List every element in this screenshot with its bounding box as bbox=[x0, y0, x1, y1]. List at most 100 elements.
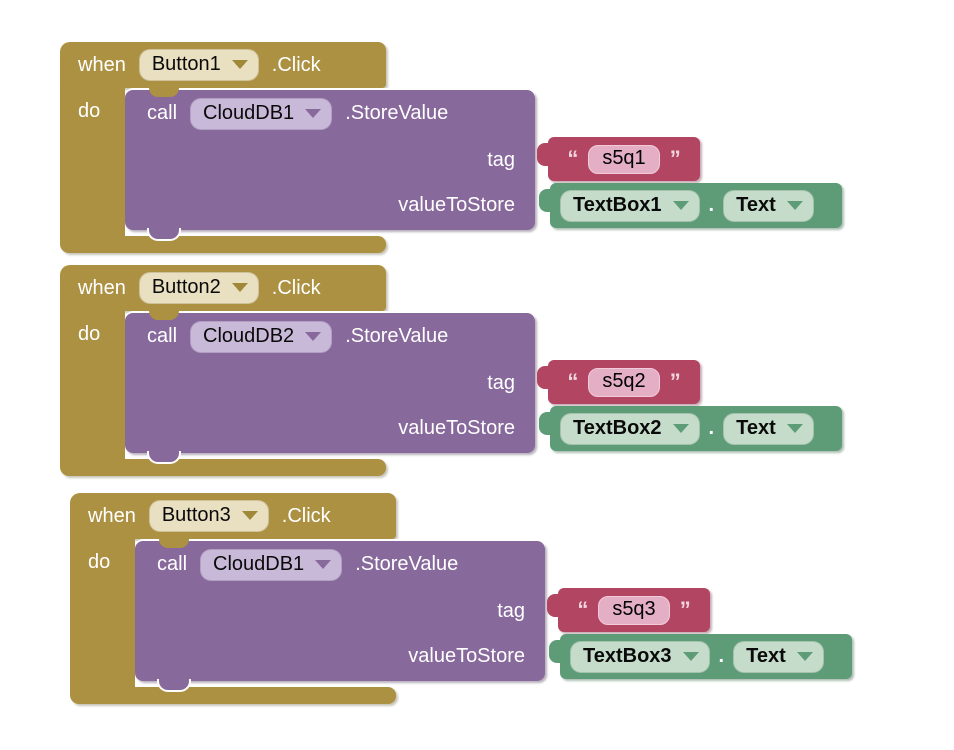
property-dropdown[interactable]: Text bbox=[723, 189, 814, 222]
textbox-text-getter-block[interactable]: TextBox1 . Text bbox=[539, 183, 842, 228]
dropdown-arrow-icon[interactable] bbox=[231, 283, 248, 292]
call-label: call bbox=[147, 325, 178, 347]
event-block-bottom bbox=[60, 236, 386, 253]
event-block-bottom bbox=[70, 687, 396, 704]
dropdown-arrow-icon[interactable] bbox=[305, 331, 322, 341]
open-quote: “ bbox=[577, 597, 589, 622]
when-label: when bbox=[78, 53, 126, 76]
call-storevalue-block[interactable]: call CloudDB1 .StoreValue tag valueToSto… bbox=[135, 539, 545, 692]
event-component-dropdown[interactable]: Button3 bbox=[148, 500, 269, 532]
dropdown-arrow-icon[interactable] bbox=[672, 423, 689, 433]
event-method-label: .Click bbox=[271, 276, 321, 299]
plug-connector bbox=[537, 366, 551, 389]
tag-param-label: tag bbox=[487, 371, 515, 394]
dropdown-arrow-icon[interactable] bbox=[231, 60, 248, 69]
event-method-label: .Click bbox=[281, 504, 331, 527]
close-quote: ” bbox=[669, 146, 681, 171]
db-component-dropdown[interactable]: CloudDB2 bbox=[190, 320, 333, 353]
do-label: do bbox=[88, 551, 111, 573]
textbox-component-dropdown[interactable]: TextBox2 bbox=[560, 412, 700, 445]
event-component-name: Button2 bbox=[151, 276, 221, 298]
call-storevalue-block[interactable]: call CloudDB1 .StoreValue tag valueToSto… bbox=[125, 88, 535, 241]
getter-dot: . bbox=[708, 194, 715, 216]
statement-tab bbox=[147, 451, 181, 464]
do-label: do bbox=[78, 323, 101, 345]
tag-text-block[interactable]: “ s5q3 ” bbox=[547, 588, 710, 632]
property-dropdown[interactable]: Text bbox=[733, 640, 824, 673]
event-method-label: .Click bbox=[271, 53, 321, 76]
close-quote: ” bbox=[679, 597, 691, 622]
plug-connector bbox=[539, 412, 553, 435]
textbox-component-name: TextBox2 bbox=[573, 416, 662, 439]
db-component-name: CloudDB1 bbox=[213, 552, 305, 575]
open-quote: “ bbox=[567, 146, 579, 171]
when-header[interactable]: when Button1 .Click bbox=[60, 42, 386, 88]
value-param-label: valueToStore bbox=[398, 417, 515, 439]
textbox-component-name: TextBox3 bbox=[583, 644, 672, 667]
property-name: Text bbox=[736, 193, 776, 216]
event-block-bottom bbox=[60, 459, 386, 476]
tag-param-label: tag bbox=[497, 599, 525, 622]
getter-dot: . bbox=[718, 645, 725, 667]
dropdown-arrow-icon[interactable] bbox=[315, 559, 332, 569]
plug-connector bbox=[549, 640, 563, 663]
statement-notch bbox=[159, 539, 189, 548]
statement-tab bbox=[157, 679, 191, 692]
do-slot-side bbox=[60, 309, 125, 461]
event-block-button3-click[interactable]: when Button3 .Click do call CloudDB1 .St… bbox=[70, 493, 950, 705]
when-header[interactable]: when Button3 .Click bbox=[70, 493, 396, 539]
event-block-button2-click[interactable]: when Button2 .Click do call CloudDB2 .St… bbox=[60, 265, 940, 477]
dropdown-arrow-icon[interactable] bbox=[672, 200, 689, 210]
db-component-dropdown[interactable]: CloudDB1 bbox=[190, 97, 333, 130]
when-label: when bbox=[78, 276, 126, 299]
property-name: Text bbox=[746, 644, 786, 667]
call-storevalue-block[interactable]: call CloudDB2 .StoreValue tag valueToSto… bbox=[125, 311, 535, 464]
tag-input-field[interactable]: s5q2 bbox=[588, 367, 660, 397]
call-label: call bbox=[157, 553, 188, 575]
property-name: Text bbox=[736, 416, 776, 439]
dropdown-arrow-icon[interactable] bbox=[305, 108, 322, 118]
when-header[interactable]: when Button2 .Click bbox=[60, 265, 386, 311]
do-slot-side bbox=[70, 537, 135, 689]
do-slot-side bbox=[60, 86, 125, 238]
dropdown-arrow-icon[interactable] bbox=[786, 200, 803, 210]
event-component-dropdown[interactable]: Button2 bbox=[138, 272, 259, 304]
statement-notch bbox=[149, 311, 179, 320]
plug-connector bbox=[547, 594, 561, 617]
textbox-component-dropdown[interactable]: TextBox3 bbox=[570, 640, 710, 673]
tag-input-field[interactable]: s5q3 bbox=[598, 595, 670, 625]
db-method-label: .StoreValue bbox=[345, 325, 449, 347]
plug-connector bbox=[537, 143, 551, 166]
event-component-name: Button3 bbox=[161, 504, 231, 526]
textbox-text-getter-block[interactable]: TextBox3 . Text bbox=[549, 634, 852, 679]
event-component-dropdown[interactable]: Button1 bbox=[138, 49, 259, 81]
close-quote: ” bbox=[669, 369, 681, 394]
dropdown-arrow-icon[interactable] bbox=[786, 423, 803, 433]
statement-tab bbox=[147, 228, 181, 241]
event-block-button1-click[interactable]: when Button1 .Click do call CloudDB1 .St… bbox=[60, 42, 940, 254]
dropdown-arrow-icon[interactable] bbox=[796, 651, 813, 661]
dropdown-arrow-icon[interactable] bbox=[682, 651, 699, 661]
db-method-label: .StoreValue bbox=[355, 553, 459, 575]
db-component-name: CloudDB1 bbox=[203, 101, 295, 124]
textbox-component-dropdown[interactable]: TextBox1 bbox=[560, 189, 700, 222]
tag-text-block[interactable]: “ s5q2 ” bbox=[537, 360, 700, 404]
textbox-component-name: TextBox1 bbox=[573, 193, 662, 216]
db-method-label: .StoreValue bbox=[345, 102, 449, 124]
tag-input-field[interactable]: s5q1 bbox=[588, 144, 660, 174]
do-label: do bbox=[78, 100, 101, 122]
open-quote: “ bbox=[567, 369, 579, 394]
value-param-label: valueToStore bbox=[398, 194, 515, 216]
when-label: when bbox=[88, 504, 136, 527]
getter-dot: . bbox=[708, 417, 715, 439]
property-dropdown[interactable]: Text bbox=[723, 412, 814, 445]
event-component-name: Button1 bbox=[151, 53, 221, 75]
tag-text-block[interactable]: “ s5q1 ” bbox=[537, 137, 700, 181]
dropdown-arrow-icon[interactable] bbox=[241, 511, 258, 520]
tag-param-label: tag bbox=[487, 148, 515, 171]
db-component-dropdown[interactable]: CloudDB1 bbox=[200, 548, 343, 581]
textbox-text-getter-block[interactable]: TextBox2 . Text bbox=[539, 406, 842, 451]
call-label: call bbox=[147, 102, 178, 124]
plug-connector bbox=[539, 189, 553, 212]
